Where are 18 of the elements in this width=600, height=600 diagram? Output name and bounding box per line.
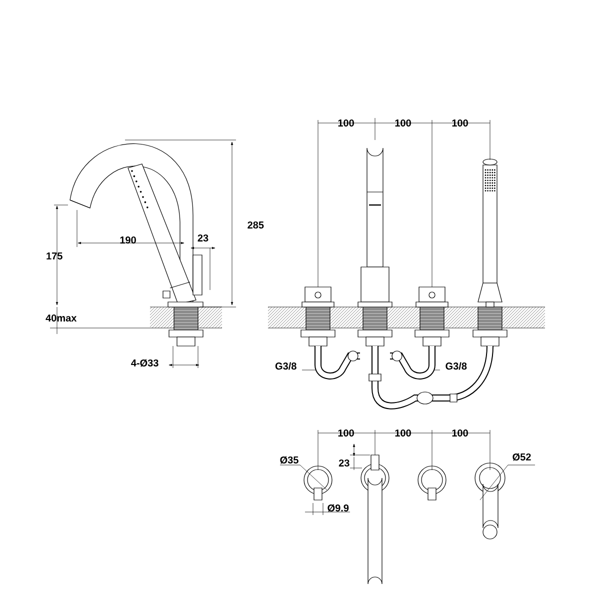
dimension-label: Ø52 [512, 453, 531, 461]
dimension-label: 175 [46, 252, 62, 260]
dimension-label: 285 [248, 221, 264, 229]
dimension-label: 100 [395, 119, 411, 127]
dimension-label: 100 [452, 119, 468, 127]
dimension-label: G3/8 [275, 362, 296, 370]
dimension-label: 100 [338, 119, 354, 127]
dimension-label: 23 [338, 459, 350, 467]
dimension-label: 100 [395, 429, 411, 437]
dimension-label: 4-Ø33 [131, 359, 158, 367]
dimension-label: 23 [198, 234, 208, 242]
dimension-label: 190 [120, 236, 136, 244]
dimension-label: 40max [46, 314, 77, 322]
dimension-label: Ø35 [280, 456, 298, 464]
dimension-label: 100 [452, 429, 468, 437]
dimension-label: 100 [338, 429, 354, 437]
dimension-label: Ø9.9 [328, 504, 349, 512]
dimension-label: G3/8 [446, 362, 467, 370]
